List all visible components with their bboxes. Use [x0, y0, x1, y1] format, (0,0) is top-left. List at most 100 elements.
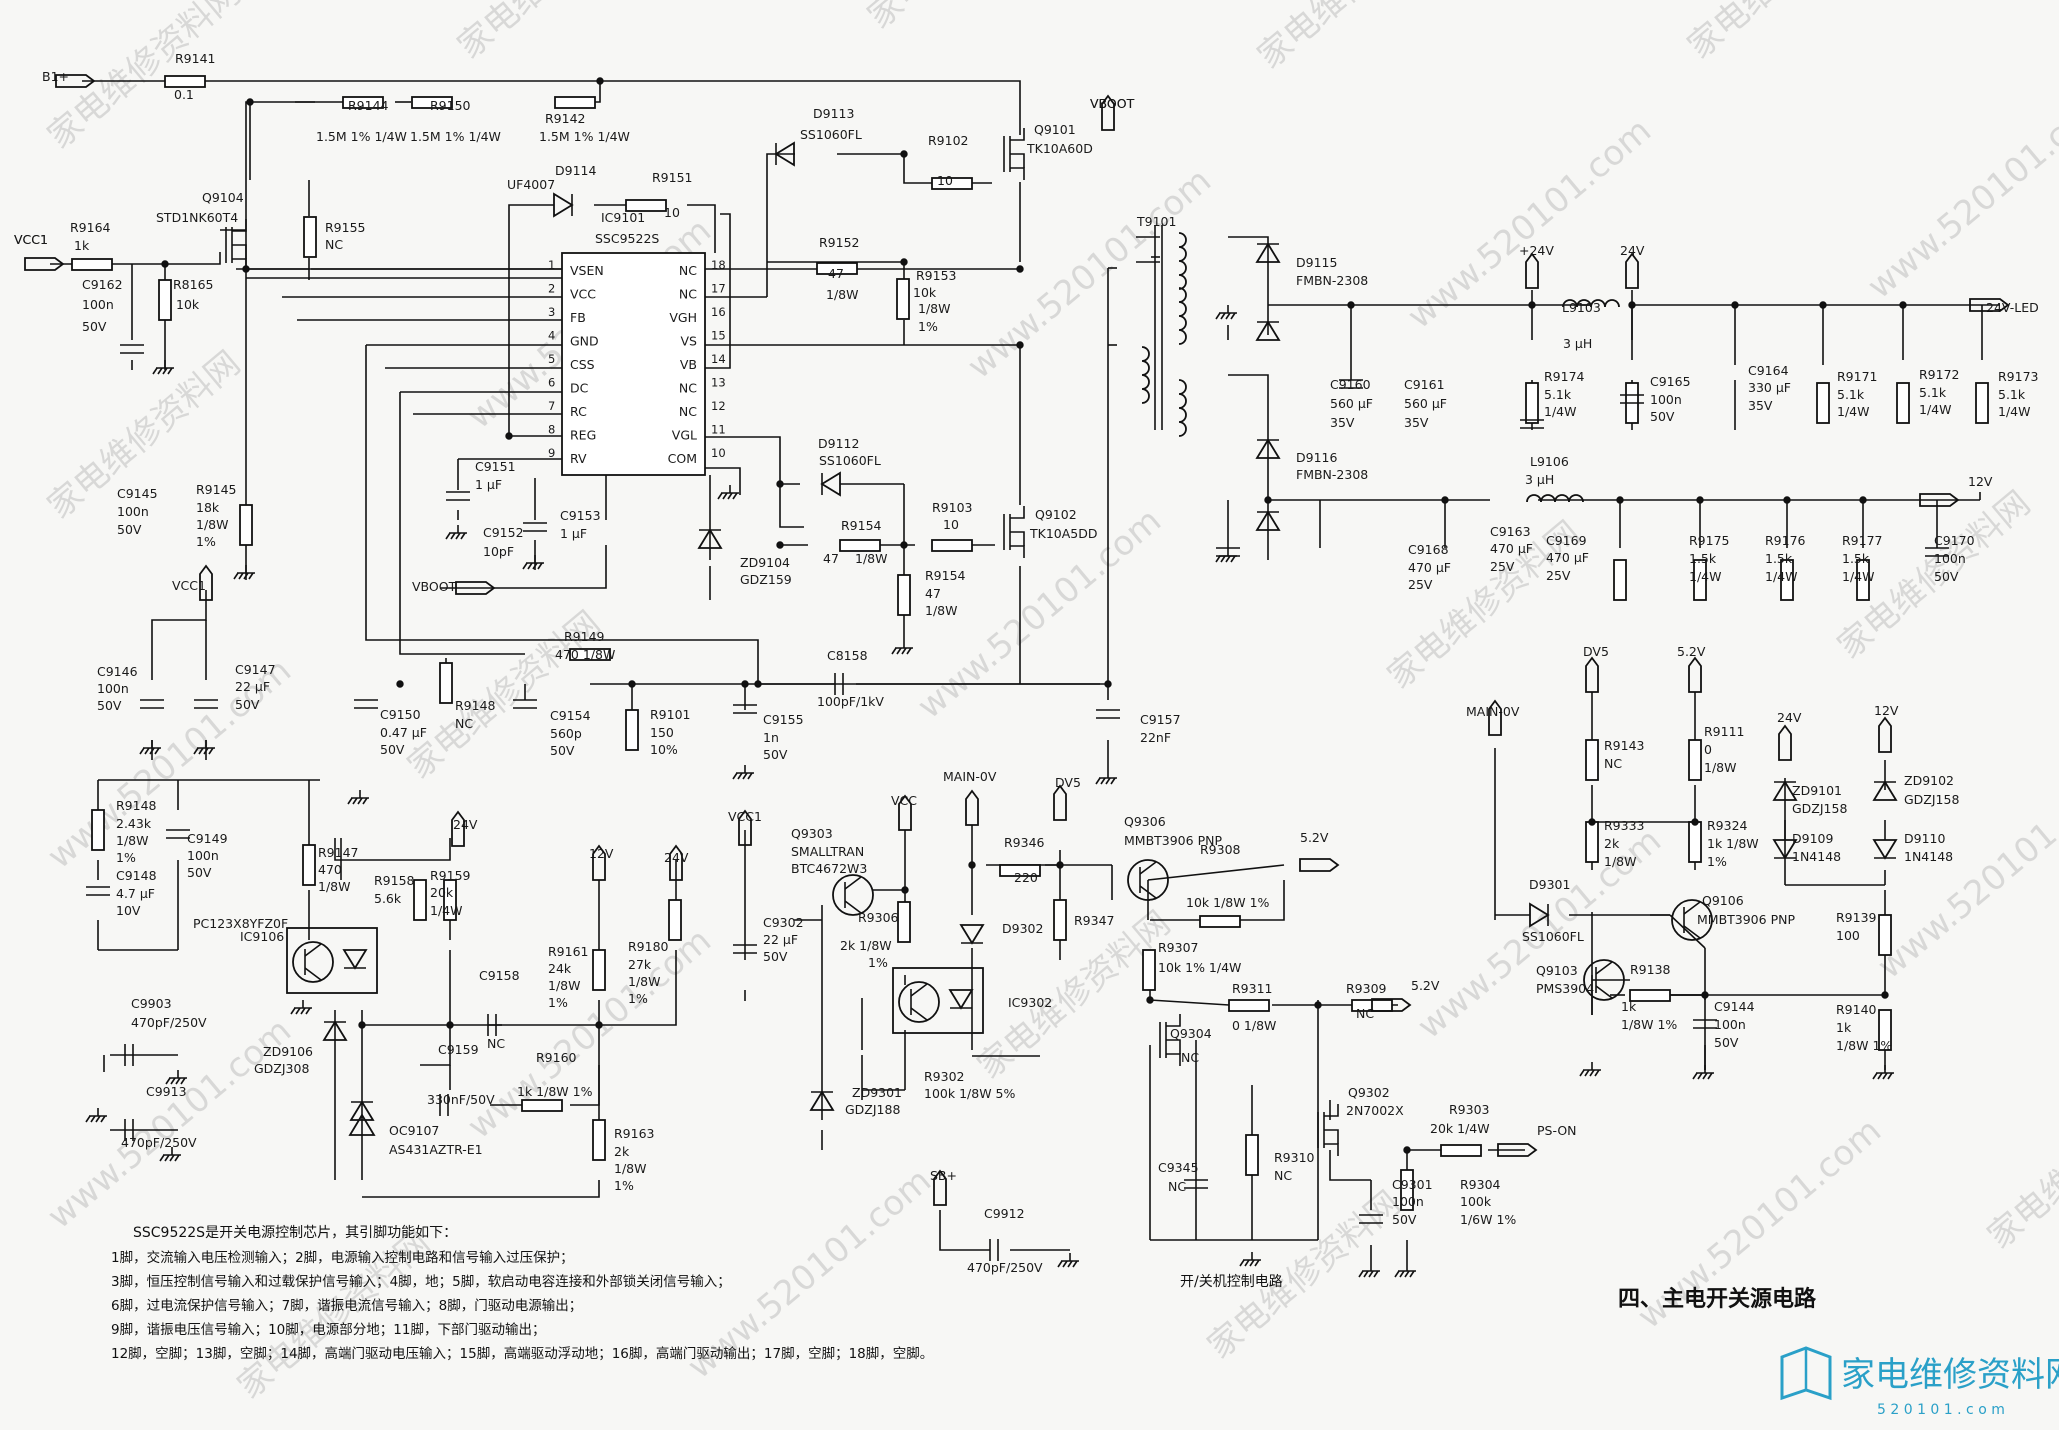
component-label: R9175 — [1689, 533, 1730, 548]
component-label: OC9107 — [389, 1123, 439, 1138]
component-label: 100n — [97, 681, 129, 696]
component-label: R9174 — [1544, 369, 1585, 384]
description-title: SSC9522S是开关电源控制芯片，其引脚功能如下： — [133, 1225, 457, 1241]
component-label: 47 — [823, 551, 839, 566]
component-label: 50V — [1650, 409, 1675, 424]
component-label: 25V — [1408, 577, 1433, 592]
component-label: R9147 — [318, 845, 359, 860]
watermark-text: www.520101.com — [1870, 761, 2059, 987]
component-label: D9115 — [1296, 255, 1337, 270]
component-label: 1/8W — [1604, 854, 1636, 869]
component-label: 1/4W — [1919, 402, 1951, 417]
component-label: R9304 — [1460, 1177, 1501, 1192]
component-label: 1/8W — [918, 301, 950, 316]
component-label: 20k — [430, 885, 454, 900]
component-label: R9324 — [1707, 818, 1748, 833]
component-label: 1% — [614, 1178, 634, 1193]
net-label: VCC — [891, 793, 917, 808]
component-label: 330 μF — [1748, 380, 1791, 395]
component-label: R9139 — [1836, 910, 1877, 925]
component-label: 10k — [176, 297, 200, 312]
component-label: R9347 — [1074, 913, 1115, 928]
component-label: 100k — [1460, 1194, 1492, 1209]
ic-pin-number: 11 — [711, 423, 726, 437]
component-label: 1N4148 — [1792, 849, 1841, 864]
component-label: SS1060FL — [1522, 929, 1584, 944]
component-label: VCC1 — [14, 232, 48, 247]
ic-pin-number: 12 — [711, 399, 726, 413]
component-label: R9176 — [1765, 533, 1806, 548]
ic-pin-number: 9 — [548, 446, 555, 460]
ic-pin-name: CSS — [570, 357, 595, 372]
description-line: 3脚，恒压控制信号输入和过载保护信号输入；4脚，地；5脚，软启动电容连接和外部锁… — [111, 1273, 731, 1290]
component-label: MMBT3906 PNP — [1697, 912, 1795, 927]
component-label: C9301 — [1392, 1177, 1433, 1192]
component-label: R9302 — [924, 1069, 965, 1084]
component-label: 4.7 μF — [116, 886, 155, 901]
component-label: 35V — [1330, 415, 1355, 430]
component-label: D9112 — [818, 436, 859, 451]
component-label: D9110 — [1904, 831, 1945, 846]
watermark-layer: 家电维修资料网家电维修资料网家电维修资料网家电维修资料网家电维修资料网家电维修资… — [40, 0, 2059, 1407]
component-label: R9171 — [1837, 369, 1878, 384]
component-label: GDZJ308 — [254, 1061, 309, 1076]
component-label: R9152 — [819, 235, 860, 250]
component-label: 100n — [82, 297, 114, 312]
component-label: 470pF/250V — [131, 1015, 207, 1030]
component-label: C8158 — [827, 648, 868, 663]
component-label: 35V — [1748, 398, 1773, 413]
component-label: MMBT3906 PNP — [1124, 833, 1222, 848]
component-label: 1/4W — [1544, 404, 1576, 419]
net-label: 12V — [1874, 703, 1899, 718]
component-label: C9913 — [146, 1084, 187, 1099]
net-label: 24V-LED — [1986, 300, 2039, 315]
component-label: C9165 — [1650, 374, 1691, 389]
component-label: 50V — [187, 865, 212, 880]
component-label: 1% — [868, 955, 888, 970]
component-label: C9148 — [116, 868, 157, 883]
component-label: ZD9106 — [263, 1044, 313, 1059]
component-label: 560 μF — [1330, 396, 1373, 411]
components — [71, 75, 1989, 1278]
component-label: 1n — [763, 730, 779, 745]
component-label: R9172 — [1919, 367, 1960, 382]
component-label: 50V — [380, 742, 405, 757]
component-label: C9903 — [131, 996, 172, 1011]
net-label: VCC1 — [172, 578, 206, 593]
component-label: Q9103 — [1536, 963, 1578, 978]
component-label: 1/6W 1% — [1460, 1212, 1516, 1227]
ic-pin-name: RC — [570, 404, 587, 419]
component-label: 0 — [1704, 742, 1712, 757]
component-label: 10pF — [483, 544, 514, 559]
component-label: GDZJ188 — [845, 1102, 900, 1117]
component-label: R9310 — [1274, 1150, 1315, 1165]
component-label: 2.43k — [116, 816, 152, 831]
component-label: 0 1/8W — [1232, 1018, 1276, 1033]
component-label: R9160 — [536, 1050, 577, 1065]
component-label: R9180 — [628, 939, 669, 954]
component-label: 1N4148 — [1904, 849, 1953, 864]
component-label: 1.5M 1% 1/4W — [539, 129, 630, 144]
ic-pin-name: VS — [681, 334, 698, 349]
component-label: 22nF — [1140, 730, 1171, 745]
component-label: 10% — [650, 742, 678, 757]
ic-pin-name: RV — [570, 451, 587, 466]
component-label: NC — [455, 716, 473, 731]
component-label: 470pF/250V — [967, 1260, 1043, 1275]
component-label: NC — [487, 1036, 505, 1051]
component-label: 50V — [550, 743, 575, 758]
logo-url: 5 2 0 1 0 1 . c o m — [1877, 1402, 2005, 1418]
ic-pin-name: GND — [570, 334, 599, 349]
component-label: 1/8W — [196, 517, 228, 532]
component-label: 1% — [116, 850, 136, 865]
component-label: R9308 — [1200, 842, 1241, 857]
component-label: R9103 — [932, 500, 973, 515]
component-label: TK10A5DD — [1029, 526, 1098, 541]
ic-pin-name: VCC — [570, 287, 596, 302]
component-label: SS1060FL — [800, 127, 862, 142]
component-label: 470 — [318, 862, 342, 877]
watermark-text: www.520101.com — [460, 921, 719, 1147]
component-label: UF4007 — [507, 177, 555, 192]
site-logo: 家电维修资料网 5 2 0 1 0 1 . c o m — [1780, 1346, 2059, 1418]
